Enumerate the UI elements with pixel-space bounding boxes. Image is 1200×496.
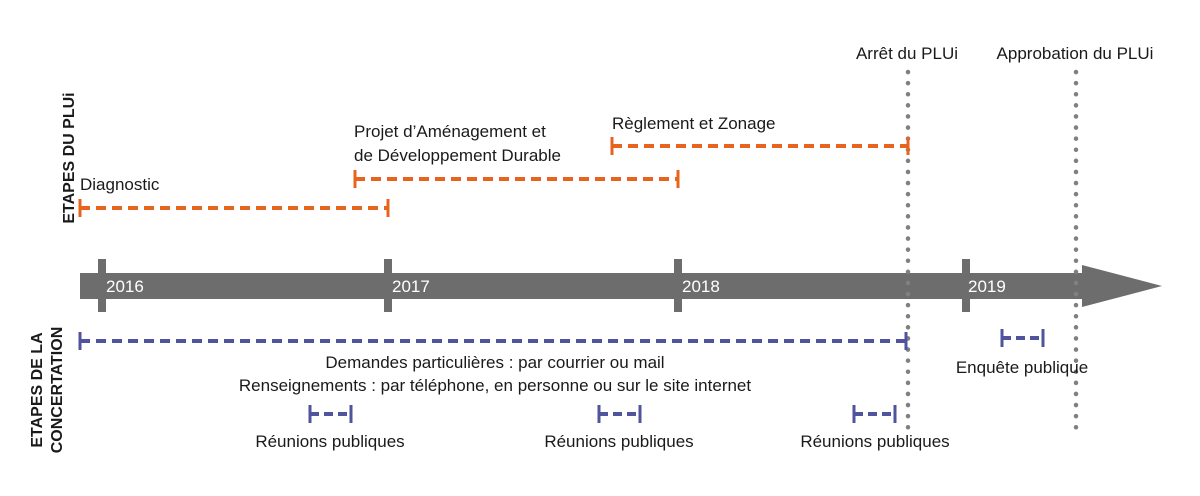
time-axis-bar [80,273,1085,299]
stage-reglement-bar [610,137,910,155]
stage-label-diagnostic: Diagnostic [80,175,160,194]
stage-label-reglement: Règlement et Zonage [612,114,776,133]
side-label-concertation-line2: CONCERTATION [49,327,66,454]
year-label-2019: 2019 [968,277,1006,296]
year-tick-2019 [962,259,970,312]
year-tick-2017 [384,259,392,312]
concertation-label-demandes: Demandes particulières : par courrier ou… [325,353,664,372]
side-label-concertation-line1: ETAPES DE LA [29,332,46,448]
stage-diagnostic-bar [78,199,390,217]
concertation-label-enquete: Enquête publique [956,358,1088,377]
year-tick-2018 [674,259,682,312]
stage-label-padd-line1: Projet d’Aménagement et [354,122,546,141]
concertation-continuous-bar [78,332,908,350]
year-label-2017: 2017 [392,277,430,296]
side-label-stages: ETAPES DU PLUi [61,92,78,223]
time-axis-arrowhead [1082,265,1162,307]
milestone-label-approbation: Approbation du PLUi [997,44,1154,63]
stage-padd-bar [353,170,680,188]
concertation-label-reunions-1: Réunions publiques [255,432,404,451]
concertation-reunions-bar-2 [597,405,642,423]
concertation-reunions-bar-3 [852,405,897,423]
stage-label-padd-line2: de Développement Durable [354,146,561,165]
year-tick-2016 [98,259,106,312]
milestone-label-arret: Arrêt du PLUi [856,44,958,63]
concertation-label-reunions-2: Réunions publiques [544,432,693,451]
concertation-reunions-bar-1 [308,405,353,423]
year-label-2016: 2016 [106,277,144,296]
concertation-label-renseignements: Renseignements : par téléphone, en perso… [239,376,751,395]
concertation-label-reunions-3: Réunions publiques [800,432,949,451]
concertation-enquete-bar [1000,329,1045,347]
year-label-2018: 2018 [682,277,720,296]
